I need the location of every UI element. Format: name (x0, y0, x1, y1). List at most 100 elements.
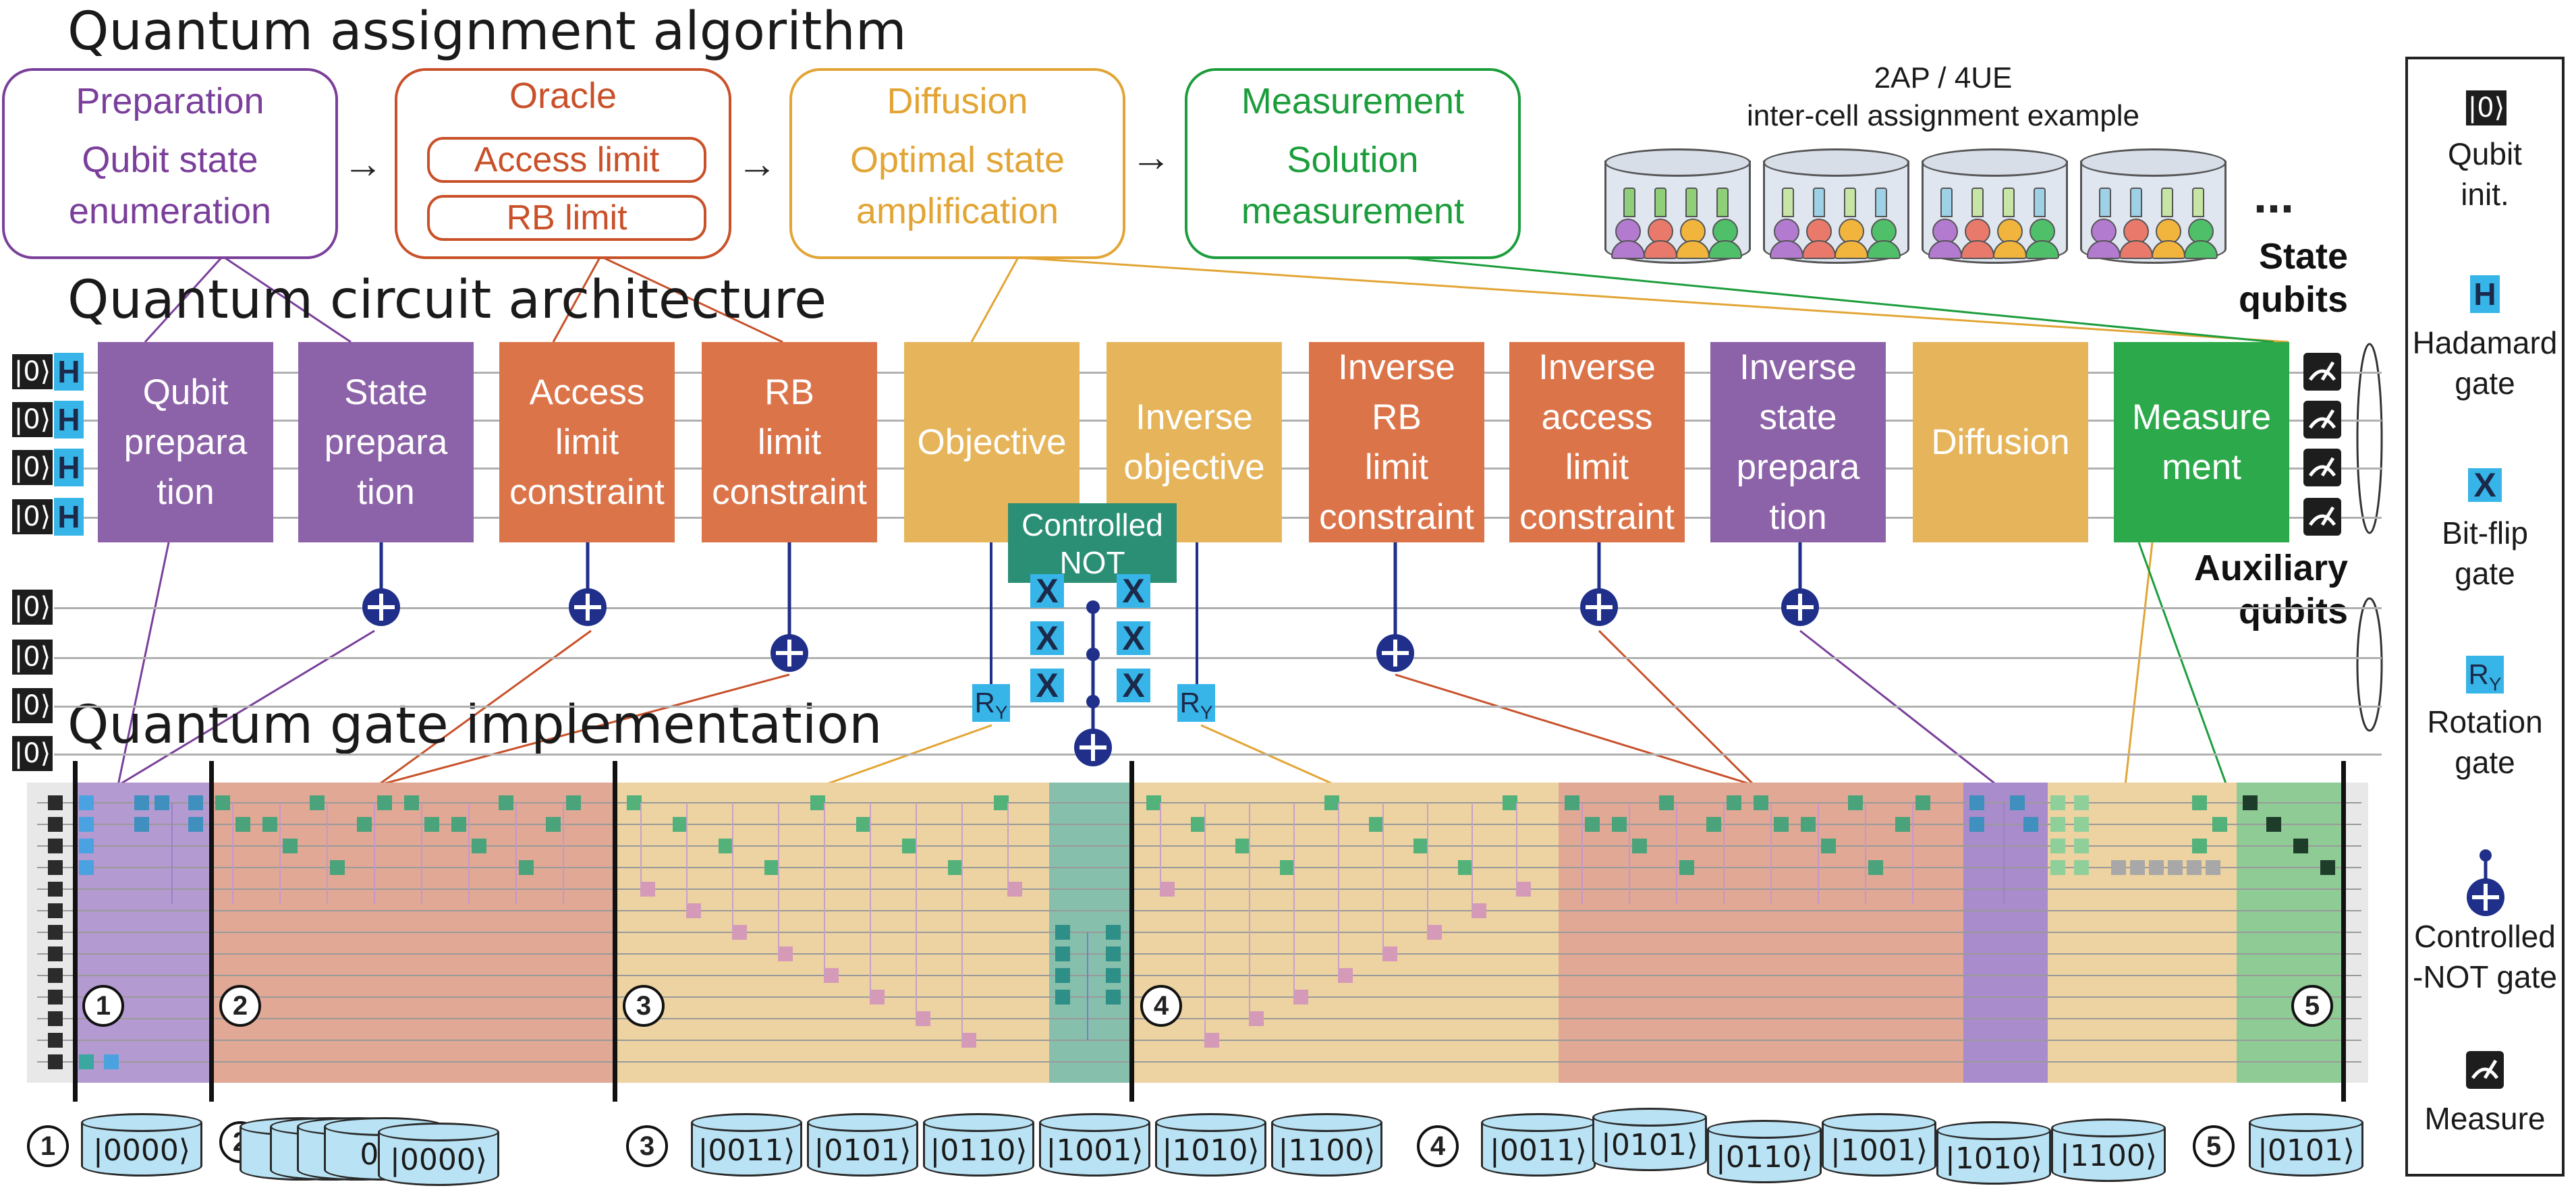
impl-measure-icon (2293, 839, 2308, 853)
impl-gate-icon (330, 860, 345, 875)
bitflip-gate-icon: X (1117, 621, 1150, 655)
antenna-icon (2161, 188, 2173, 217)
impl-gate-icon (1679, 860, 1694, 875)
aux-label-1: Auxiliary (2193, 548, 2348, 588)
impl-gate-icon (472, 839, 486, 853)
legend-text: gate (2455, 745, 2515, 780)
antenna-icon (1782, 188, 1794, 217)
impl-gate-icon (134, 795, 149, 810)
impl-rot-icon (1427, 925, 1442, 940)
divider-2 (209, 761, 214, 1102)
impl-gate-icon (810, 795, 825, 810)
state-label: |1001⟩ (1046, 1133, 1144, 1168)
state-marker-5: 5 (2193, 1125, 2235, 1167)
cylinder-top (2249, 1113, 2363, 1132)
state-label: |1010⟩ (1945, 1141, 2042, 1176)
block-line: state (1759, 397, 1837, 437)
impl-gate-icon (902, 839, 917, 853)
impl-gate-icon (262, 817, 277, 832)
impl-gate-icon (2206, 860, 2220, 875)
marker-4: 4 (1140, 985, 1182, 1027)
impl-rot-icon (778, 946, 793, 961)
impl-gate-icon (2192, 839, 2207, 853)
state-marker-3: 3 (626, 1125, 668, 1167)
block-line: objective (1123, 447, 1265, 487)
example-line-2: inter-cell assignment example (1746, 99, 2140, 132)
state-label: |1001⟩ (1830, 1133, 1928, 1168)
block-line: RB (764, 372, 814, 412)
impl-init-icon (48, 817, 63, 832)
impl-gate-icon (2187, 860, 2202, 875)
divider-5 (2341, 761, 2346, 1102)
impl-gate-icon (357, 817, 372, 832)
antenna-icon (2003, 188, 2015, 217)
state-cylinder: |1001⟩ (1039, 1113, 1150, 1178)
qubit-init-icon: |0⟩ (12, 402, 53, 437)
impl-cnot-icon (1106, 968, 1121, 983)
rotation-r: R (1179, 687, 1200, 718)
measure-icon (2303, 401, 2341, 439)
impl-gate-icon (764, 860, 779, 875)
state-label: |0011⟩ (1490, 1133, 1587, 1168)
impl-gate-icon (1727, 795, 1741, 810)
block-line: Diffusion (1931, 422, 2070, 462)
rotation-sub: Y (995, 702, 1008, 723)
cnot-gate-icon (1074, 606, 1112, 766)
block-line: access (1541, 397, 1653, 437)
qubit-init-icon: |0⟩ (12, 640, 53, 675)
block-line: constraint (712, 472, 867, 512)
phase-line: amplification (856, 191, 1059, 231)
block-line: constraint (1519, 497, 1675, 537)
legend-text: Bit-flip (2442, 515, 2528, 550)
impl-gate-icon (627, 795, 642, 810)
cylinder-top (1822, 1113, 1936, 1132)
legend-text: Controlled (2414, 919, 2556, 954)
block-line: prepara (1736, 447, 1860, 487)
legend-text: Hadamard (2412, 325, 2558, 360)
legend-text: -NOT gate (2413, 959, 2557, 994)
antenna-icon (1844, 188, 1856, 217)
cylinder-top (378, 1123, 499, 1141)
impl-gate-icon (2010, 795, 2025, 810)
state-cylinder: |0000⟩ (81, 1113, 202, 1178)
cnot-gate-icon (1781, 542, 1819, 626)
hadamard-gate-icon: H (54, 353, 84, 391)
control-dot-icon (1086, 648, 1100, 661)
impl-measure-icon (2243, 795, 2258, 810)
state-label: |1010⟩ (1162, 1133, 1260, 1168)
state-label: |0110⟩ (1716, 1140, 1813, 1175)
impl-gate-icon (673, 817, 688, 832)
impl-gate-icon (377, 795, 392, 810)
impl-cnot-icon (1055, 968, 1070, 983)
block-line: tion (157, 472, 215, 512)
ellipsis: ... (2253, 169, 2295, 223)
bitflip-gate-icon: X (1030, 669, 1064, 702)
cylinder-top (691, 1113, 802, 1132)
implementation-title: Quantum gate implementation (67, 695, 883, 756)
impl-gate-icon (1969, 817, 1984, 832)
qubit-wire (54, 657, 2382, 659)
impl-init-icon (48, 882, 63, 897)
state-label: |0000⟩ (390, 1143, 487, 1177)
state-cylinder: |1001⟩ (1822, 1113, 1936, 1178)
impl-gate-icon (215, 795, 230, 810)
cylinder-top (1481, 1113, 1596, 1132)
bitflip-gate-icon: X (1030, 574, 1064, 608)
impl-gate-icon (2130, 860, 2145, 875)
impl-rot-icon (916, 1011, 930, 1026)
state-cylinder: |1010⟩ (1936, 1121, 2051, 1186)
impl-gate-icon (2050, 795, 2065, 810)
user-body (2087, 240, 2121, 259)
